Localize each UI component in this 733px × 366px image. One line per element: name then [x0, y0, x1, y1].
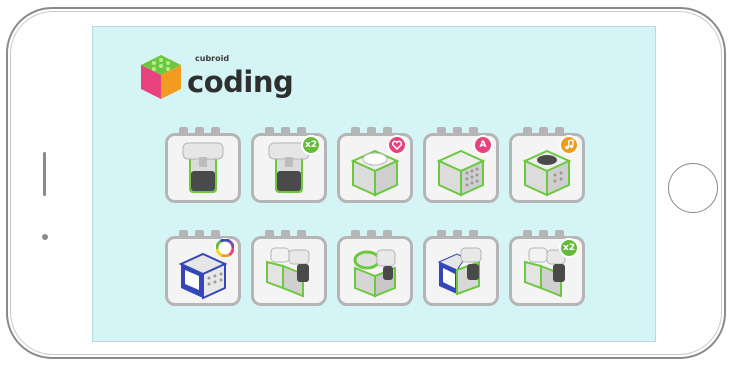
- app-logo: cubroid coding: [137, 51, 297, 107]
- color-wheel-icon: [215, 238, 235, 258]
- motor-block-icon: [182, 142, 224, 193]
- cubroid-cube-icon: [141, 55, 181, 99]
- app-title: coding: [187, 65, 294, 99]
- color-sensor-block-tile[interactable]: [165, 230, 241, 306]
- phone-speaker: [43, 152, 46, 196]
- sensor-block-icon: [178, 252, 228, 300]
- sensor-motor-icon: [437, 247, 482, 296]
- app-screen: cubroid coding x: [92, 26, 656, 342]
- sensor-motor-combo-tile[interactable]: [423, 230, 499, 306]
- heart-block-tile[interactable]: [337, 127, 413, 203]
- speaker-block-icon: [522, 149, 572, 197]
- motor-block-tile[interactable]: [165, 127, 241, 203]
- heart-icon: [387, 135, 407, 155]
- phone-bezel: [10, 11, 722, 355]
- motor-combo-tile[interactable]: [251, 230, 327, 306]
- display-block-icon: [350, 149, 400, 197]
- motor-combo-icon: [266, 247, 310, 298]
- count-badge: x2: [301, 135, 321, 155]
- motor-block-icon: [268, 142, 310, 193]
- motor-block-x2-tile[interactable]: x2: [251, 127, 327, 203]
- motor-combo-icon: [524, 247, 566, 298]
- motor-combo-green-tile[interactable]: [337, 230, 413, 306]
- letter-a-icon: A: [473, 135, 493, 155]
- motor-combo-x2-tile[interactable]: x2: [509, 230, 585, 306]
- brand-label: cubroid: [195, 54, 230, 63]
- music-block-tile[interactable]: [509, 127, 585, 203]
- letter-a-block-tile[interactable]: A: [423, 127, 499, 203]
- motor-combo-icon: [353, 249, 396, 298]
- count-badge: x2: [559, 238, 579, 258]
- phone-camera: [42, 234, 48, 240]
- music-note-icon: [559, 135, 579, 155]
- home-button[interactable]: [668, 163, 718, 213]
- display-block-icon: [436, 149, 486, 197]
